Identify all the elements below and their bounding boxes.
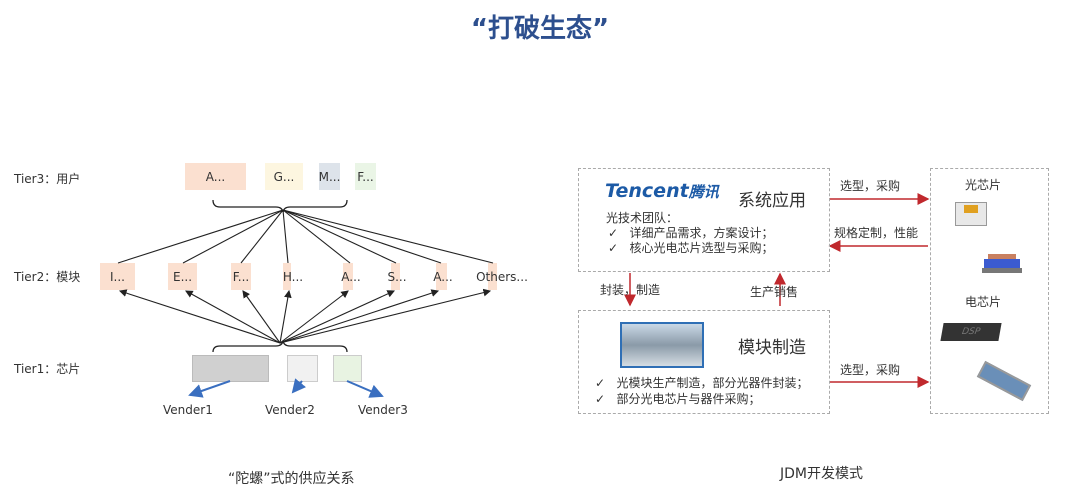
slide-title: “打破生态” [470, 14, 610, 44]
system-app-box [578, 168, 830, 272]
arrow-label-spec: 规格定制，性能 [834, 226, 919, 240]
vendor-label: Vender2 [265, 403, 315, 417]
arrow-label-select-top: 选型，采购 [840, 179, 901, 193]
vendor-label: Vender3 [358, 403, 408, 417]
electrical-chip-label: 电芯片 [965, 295, 1002, 309]
right-caption: JDM开发模式 [780, 466, 863, 482]
tier2-node: S... [387, 269, 407, 284]
tier3-node: A... [185, 163, 246, 190]
optical-chip-label: 光芯片 [965, 178, 1002, 192]
tier3-node: G... [265, 163, 303, 190]
tier2-node: E... [172, 269, 193, 284]
system-app-title: 系统应用 [738, 191, 806, 211]
tier1-chip-box [192, 355, 269, 382]
arrow-label-sales: 生产销售 [750, 285, 799, 299]
team-item: ✓ 核心光电芯片选型与采购； [608, 241, 774, 255]
module-item: ✓ 部分光电芯片与器件采购； [595, 392, 761, 406]
tier2-node: F... [232, 269, 250, 284]
chip-box [930, 168, 1049, 414]
tier3-node: M... [319, 163, 340, 190]
tier2-node: A... [433, 269, 453, 284]
tier1-chip-box [333, 355, 362, 382]
module-box [578, 310, 830, 414]
tier3-node: F... [355, 163, 376, 190]
left-caption: “陀螺”式的供应关系 [228, 471, 355, 487]
layered-chip-icon [982, 254, 1022, 276]
module-title: 模块制造 [738, 338, 806, 358]
tier2-node: H... [282, 269, 304, 284]
tier3-label: Tier3：用户 [14, 172, 81, 186]
vendor-arrows [188, 378, 384, 398]
optical-chip-icon [955, 202, 987, 226]
tencent-logo: Tencent腾讯 [605, 180, 719, 202]
module-item: ✓ 光模块生产制造，部分光器件封装； [595, 376, 809, 390]
tier1-chip-box [287, 355, 318, 382]
tier2-node: I... [110, 269, 125, 284]
dsp-chip-icon: DSP [940, 323, 1002, 341]
tier2-label: Tier2：模块 [14, 270, 81, 284]
team-label: 光技术团队： [606, 211, 679, 225]
factory-photo [620, 322, 704, 368]
team-item: ✓ 详细产品需求，方案设计； [608, 226, 774, 240]
tier1-tier2-arrows [118, 288, 492, 344]
tier1-label: Tier1：芯片 [14, 362, 81, 376]
tier3-brace [212, 199, 348, 213]
tier3-tier2-lines [117, 209, 494, 264]
tier2-node: Others... [476, 269, 528, 284]
arrow-label-package: 封装，制造 [600, 283, 661, 297]
vendor-label: Vender1 [163, 403, 213, 417]
arrow-label-select-bottom: 选型，采购 [840, 363, 901, 377]
tier2-node: A... [341, 269, 361, 284]
jdm-arrows [624, 193, 930, 388]
